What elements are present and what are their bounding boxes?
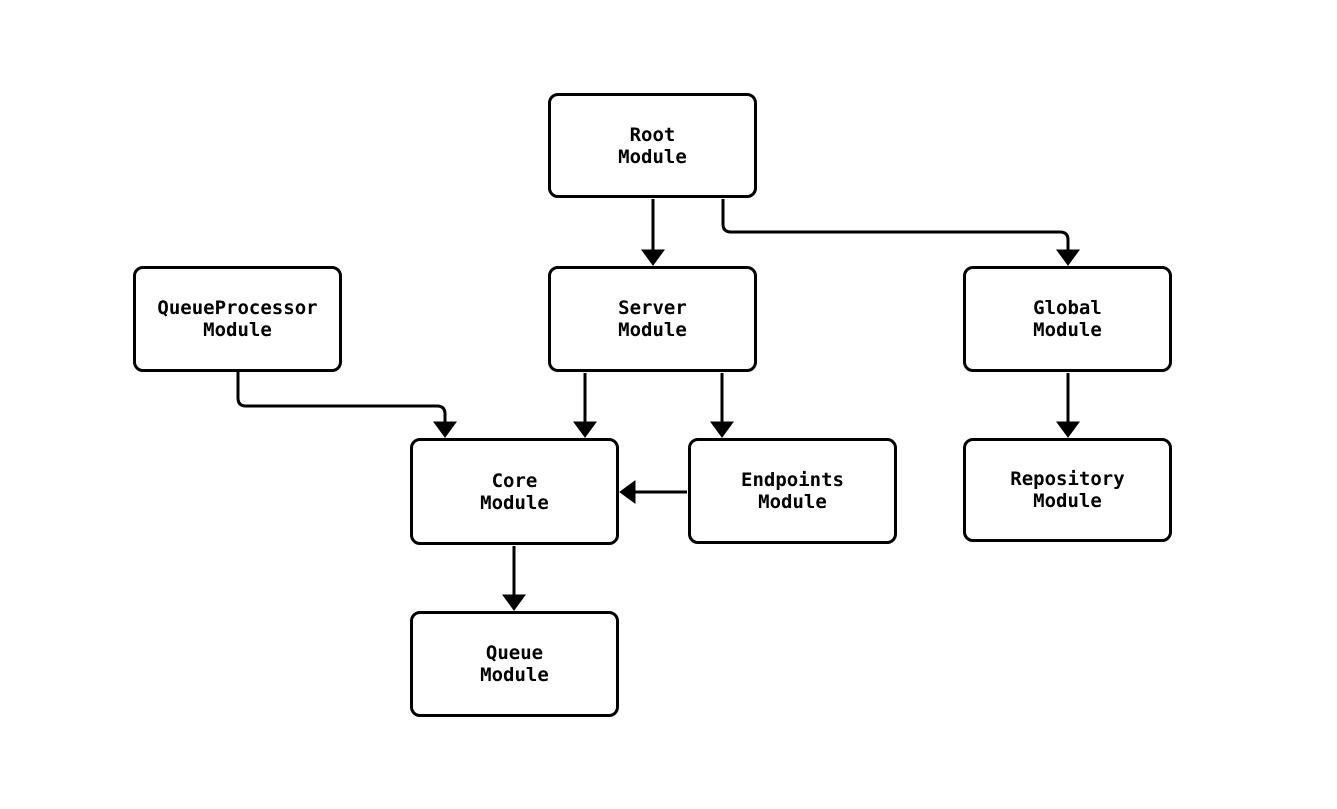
edge-root-to-server (641, 199, 665, 266)
node-global-module: Global Module (963, 266, 1172, 372)
edge-queueprocessor-to-core (236, 371, 457, 438)
arrowhead (573, 421, 597, 438)
node-label: Core Module (480, 469, 549, 514)
node-label: Repository Module (1010, 468, 1125, 512)
node-repository-module: Repository Module (963, 438, 1172, 542)
node-endpoints-module: Endpoints Module (688, 438, 897, 544)
node-label: Queue Module (480, 642, 549, 686)
node-queue-module: Queue Module (410, 611, 619, 717)
node-core-module: Core Module (410, 438, 619, 545)
node-server-module: Server Module (548, 266, 757, 372)
arrowhead (1056, 421, 1080, 438)
edge-global-to-repository (1056, 373, 1080, 438)
node-label: Root Module (618, 123, 687, 168)
edge-line (236, 371, 447, 423)
edge-server-to-core (573, 373, 597, 438)
edge-endpoints-to-core (619, 480, 687, 504)
node-label: Endpoints Module (741, 469, 844, 513)
edge-server-to-endpoints (710, 373, 734, 438)
arrowhead (1056, 249, 1080, 266)
arrowhead (619, 480, 636, 504)
node-label: Global Module (1033, 297, 1102, 341)
node-label: QueueProcessor Module (157, 297, 318, 341)
node-queueprocessor-module: QueueProcessor Module (133, 266, 342, 372)
arrowhead (502, 594, 526, 611)
edge-core-to-queue (502, 546, 526, 611)
node-label: Server Module (618, 297, 687, 341)
arrowhead (710, 421, 734, 438)
arrowhead (433, 421, 457, 438)
arrowhead (641, 249, 665, 266)
edge-line (721, 199, 1070, 251)
edge-root-to-global (721, 199, 1080, 266)
node-root-module: Root Module (548, 93, 757, 198)
